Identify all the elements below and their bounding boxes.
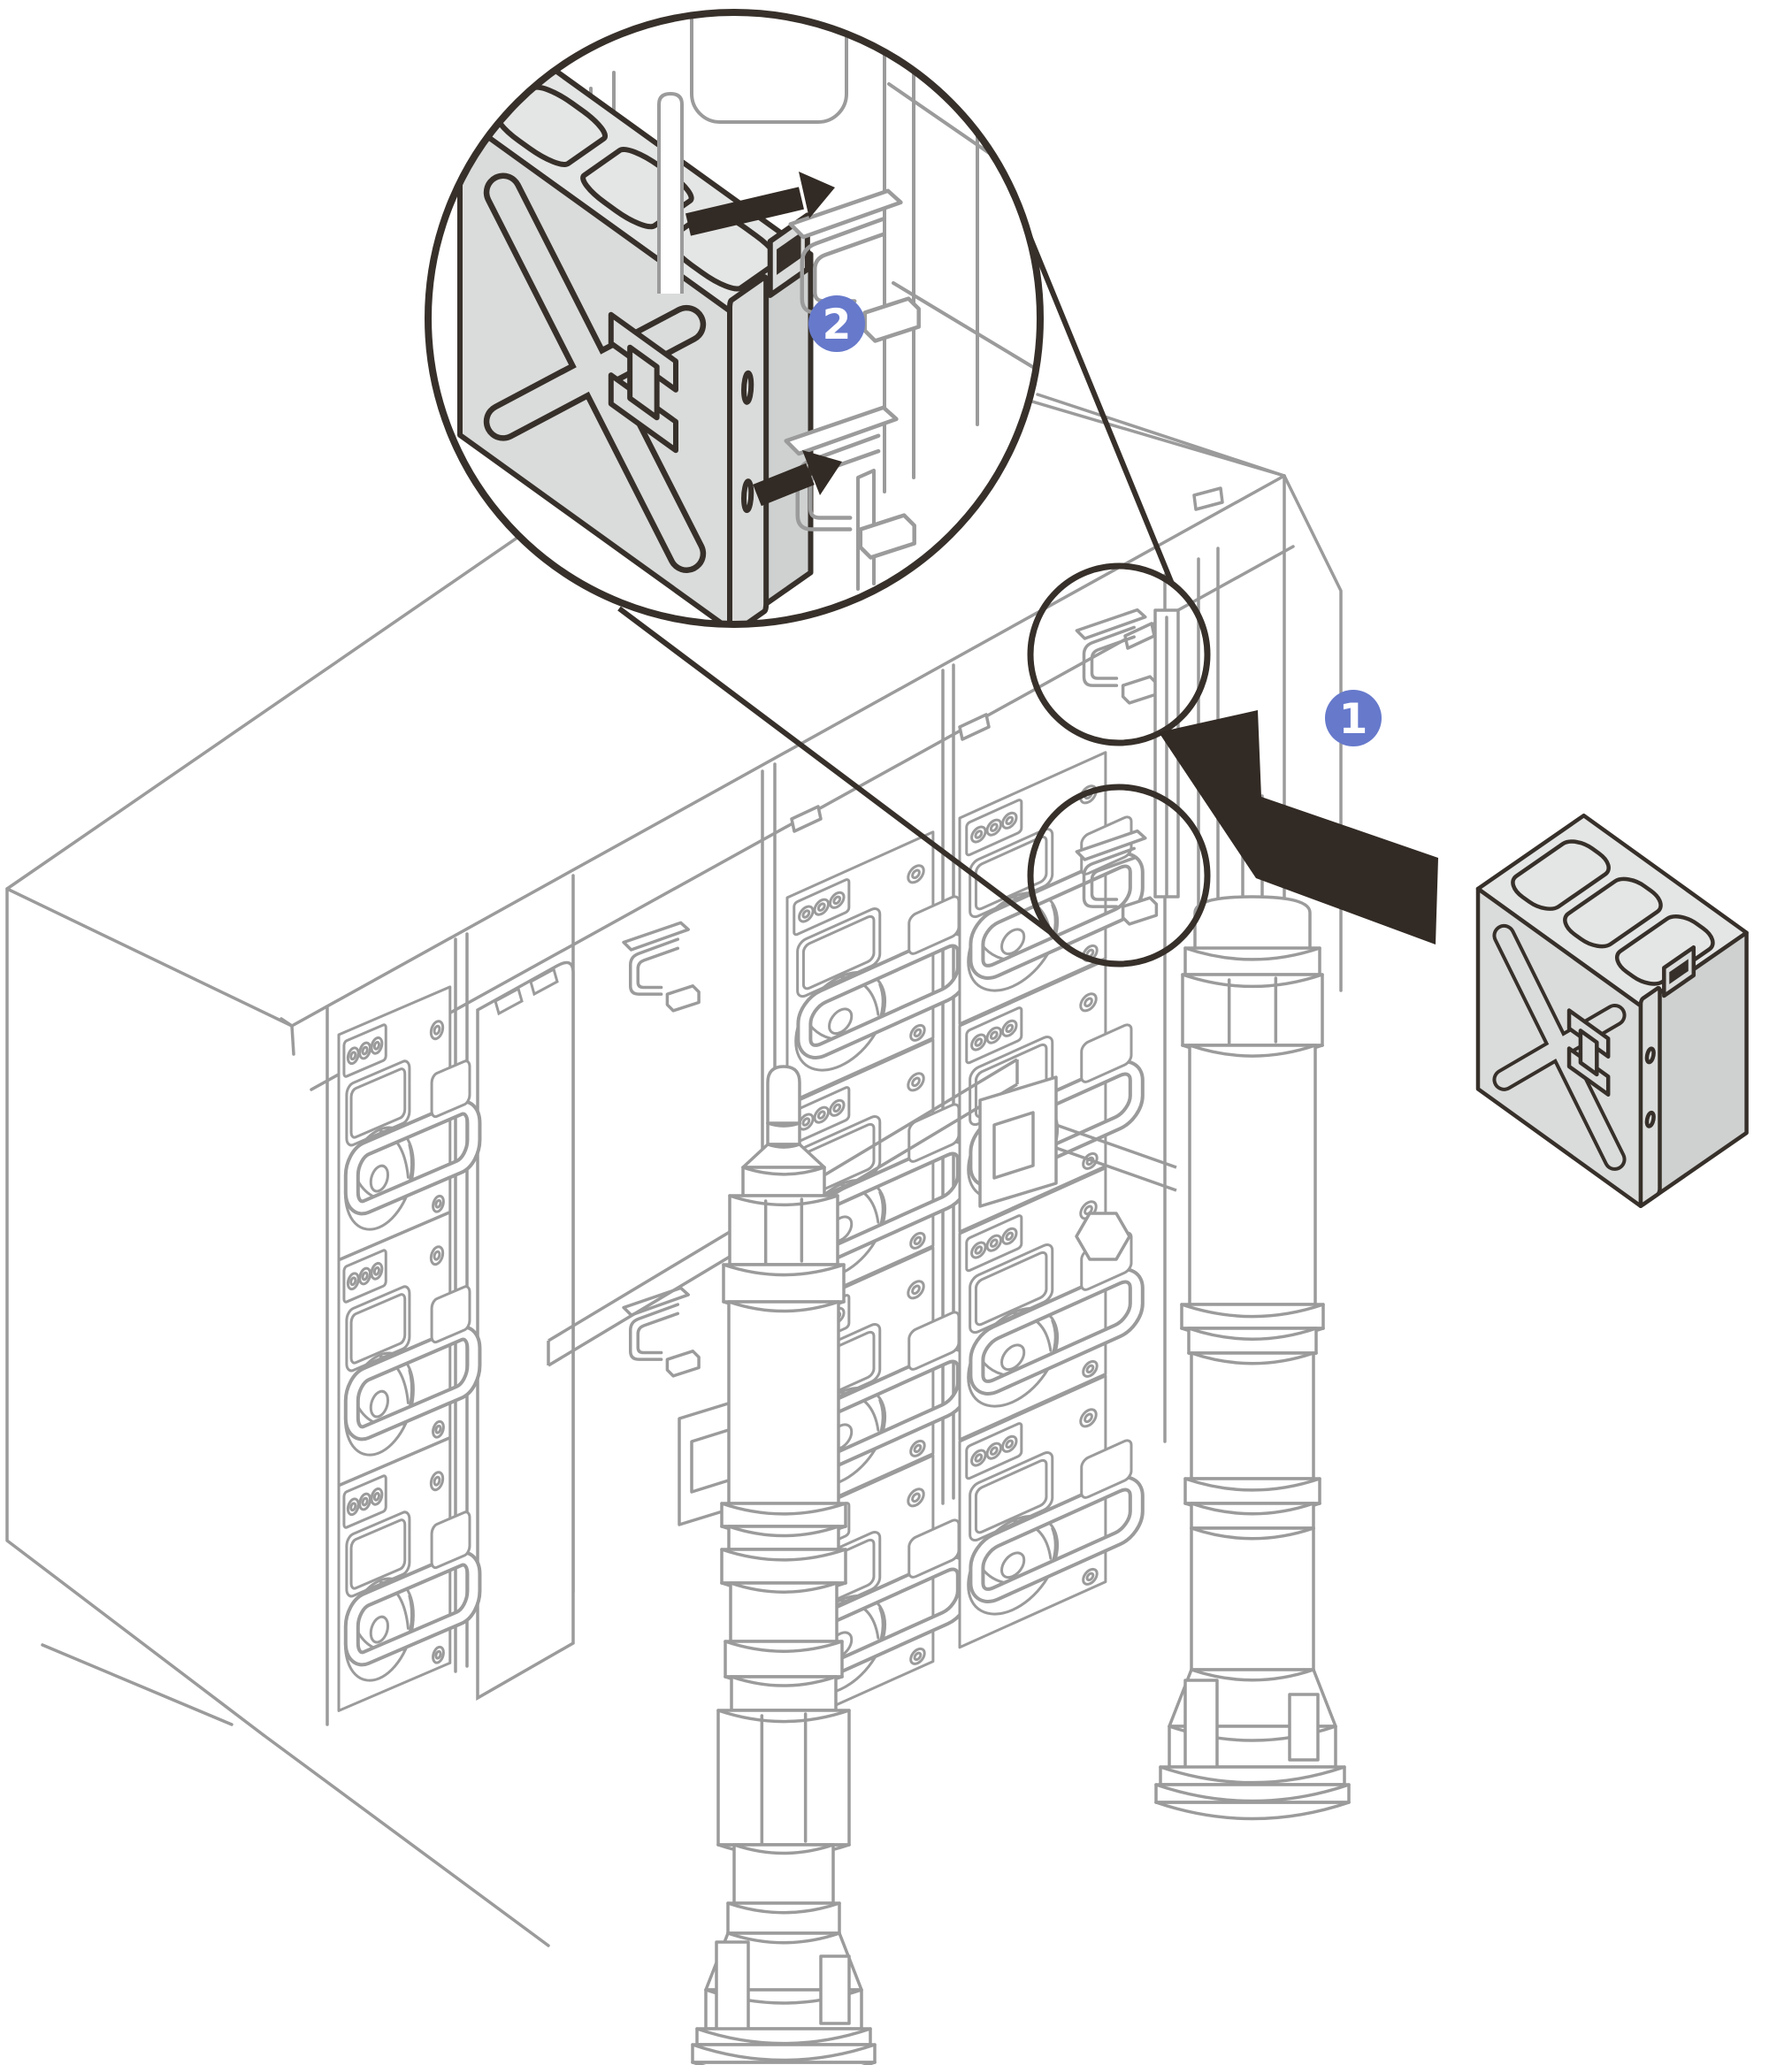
step-2-number: 2 <box>823 301 852 349</box>
step-1-badge: 1 <box>1325 690 1382 746</box>
keyhole-slot <box>624 922 699 1010</box>
panel-tab <box>494 986 524 1016</box>
coolant-pipe-left <box>691 1065 877 2065</box>
psu-unit <box>787 818 964 1104</box>
step-2-badge: 2 <box>808 295 865 352</box>
keyhole-slot <box>791 191 919 341</box>
panel-tab <box>529 967 559 997</box>
enclosure-left-wall <box>5 887 265 1737</box>
hex-bolt <box>1075 1212 1131 1261</box>
callout-links <box>617 230 1211 967</box>
psu-unit <box>960 1362 1137 1648</box>
blank-filler-panel <box>476 960 575 1702</box>
coolant-manifold-pipes <box>691 608 1351 2065</box>
insertion-arrows <box>685 172 842 507</box>
magnifier-callout: 2 <box>425 9 1044 628</box>
psu-unit <box>339 976 473 1259</box>
keyhole-slot <box>786 408 915 558</box>
keyhole-slot <box>624 1288 699 1375</box>
highlight-circle-upper-slot <box>1027 562 1211 746</box>
step-1-number: 1 <box>1339 695 1368 744</box>
corner-tab <box>1192 486 1224 511</box>
magnifier-circle <box>425 9 1044 628</box>
pipe-mounting-brackets <box>678 1075 1177 1526</box>
filler-body <box>460 60 811 624</box>
insertion-arrow <box>1159 710 1438 945</box>
filler-body <box>1478 815 1747 1206</box>
keyhole-slot <box>1076 831 1156 924</box>
psu-unit <box>339 1427 473 1710</box>
keyhole-slot <box>1076 610 1156 703</box>
leader-line <box>1025 230 1175 585</box>
highlight-circle-lower-slot <box>1027 784 1211 967</box>
psu-unit <box>960 1154 1137 1440</box>
step-1-callout: 1 <box>1159 690 1438 945</box>
filler-component <box>1478 815 1747 1206</box>
coolant-pipe-right <box>1153 608 1351 1821</box>
leader-line <box>617 606 1054 937</box>
